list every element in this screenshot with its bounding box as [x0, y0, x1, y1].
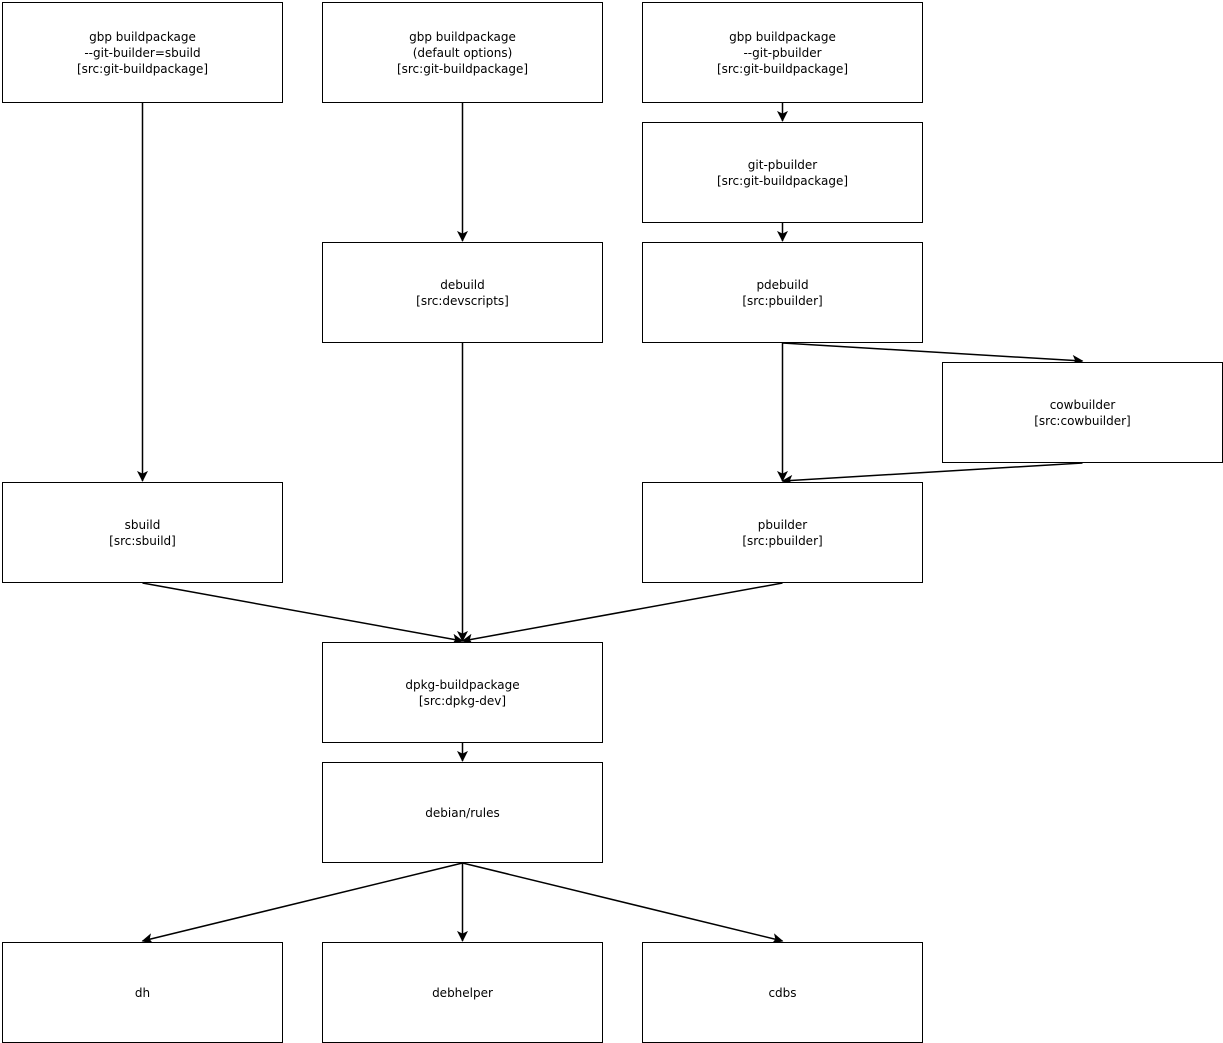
- node-debuild: debuild[src:devscripts]: [322, 242, 603, 343]
- node-label-line: git-pbuilder: [747, 157, 818, 172]
- node-label-line: --git-pbuilder: [743, 45, 822, 60]
- node-gbp-buildpackage-pbuilder: gbp buildpackage--git-pbuilder[src:git-b…: [642, 2, 923, 103]
- node-pbuilder: pbuilder[src:pbuilder]: [642, 482, 923, 583]
- node-label-line: gbp buildpackage: [89, 29, 196, 44]
- edge-debian_rules-to-dh: [141, 862, 463, 944]
- node-cdbs: cdbs: [642, 942, 923, 1043]
- node-label-line: [src:sbuild]: [109, 533, 176, 548]
- node-label-line: pbuilder: [757, 517, 808, 532]
- node-debian-rules: debian/rules: [322, 762, 603, 863]
- node-label-line: [src:git-buildpackage]: [716, 173, 849, 188]
- node-label-line: dpkg-buildpackage: [405, 677, 520, 692]
- edge-debian_rules-to-cdbs: [462, 862, 784, 944]
- node-label-line: gbp buildpackage: [729, 29, 836, 44]
- node-label-line: [src:devscripts]: [416, 293, 509, 308]
- edge-pbuilder-to-dpkg_buildpackage: [461, 582, 783, 645]
- node-label-line: debuild: [440, 277, 485, 292]
- edge-sbuild-to-dpkg_buildpackage: [142, 582, 464, 645]
- node-label-line: --git-builder=sbuild: [84, 45, 201, 60]
- edge-cowbuilder-to-pbuilder: [781, 462, 1083, 486]
- node-gbp-buildpackage-sbuild: gbp buildpackage--git-builder=sbuild[src…: [2, 2, 283, 103]
- node-git-pbuilder: git-pbuilder[src:git-buildpackage]: [642, 122, 923, 223]
- node-dh: dh: [2, 942, 283, 1043]
- node-label-line: [src:git-buildpackage]: [716, 61, 849, 76]
- node-label-line: debian/rules: [425, 805, 500, 820]
- node-label-line: [src:cowbuilder]: [1034, 413, 1131, 428]
- node-label-line: (default options): [412, 45, 513, 60]
- node-label-line: dh: [134, 985, 151, 1000]
- node-debhelper: debhelper: [322, 942, 603, 1043]
- node-label-line: sbuild: [124, 517, 161, 532]
- node-sbuild: sbuild[src:sbuild]: [2, 482, 283, 583]
- node-pdebuild: pdebuild[src:pbuilder]: [642, 242, 923, 343]
- node-label-line: [src:pbuilder]: [742, 533, 823, 548]
- node-dpkg-buildpackage: dpkg-buildpackage[src:dpkg-dev]: [322, 642, 603, 743]
- node-label-line: pdebuild: [756, 277, 809, 292]
- node-label-line: [src:pbuilder]: [742, 293, 823, 308]
- node-label-line: cowbuilder: [1049, 397, 1116, 412]
- node-label-line: debhelper: [432, 985, 493, 1000]
- node-gbp-buildpackage-default: gbp buildpackage(default options)[src:gi…: [322, 2, 603, 103]
- edge-pdebuild-to-cowbuilder: [782, 342, 1084, 366]
- node-label-line: [src:dpkg-dev]: [418, 693, 507, 708]
- node-label-line: gbp buildpackage: [409, 29, 516, 44]
- node-label-line: cdbs: [768, 985, 797, 1000]
- node-label-line: [src:git-buildpackage]: [396, 61, 529, 76]
- node-cowbuilder: cowbuilder[src:cowbuilder]: [942, 362, 1223, 463]
- node-label-line: [src:git-buildpackage]: [76, 61, 209, 76]
